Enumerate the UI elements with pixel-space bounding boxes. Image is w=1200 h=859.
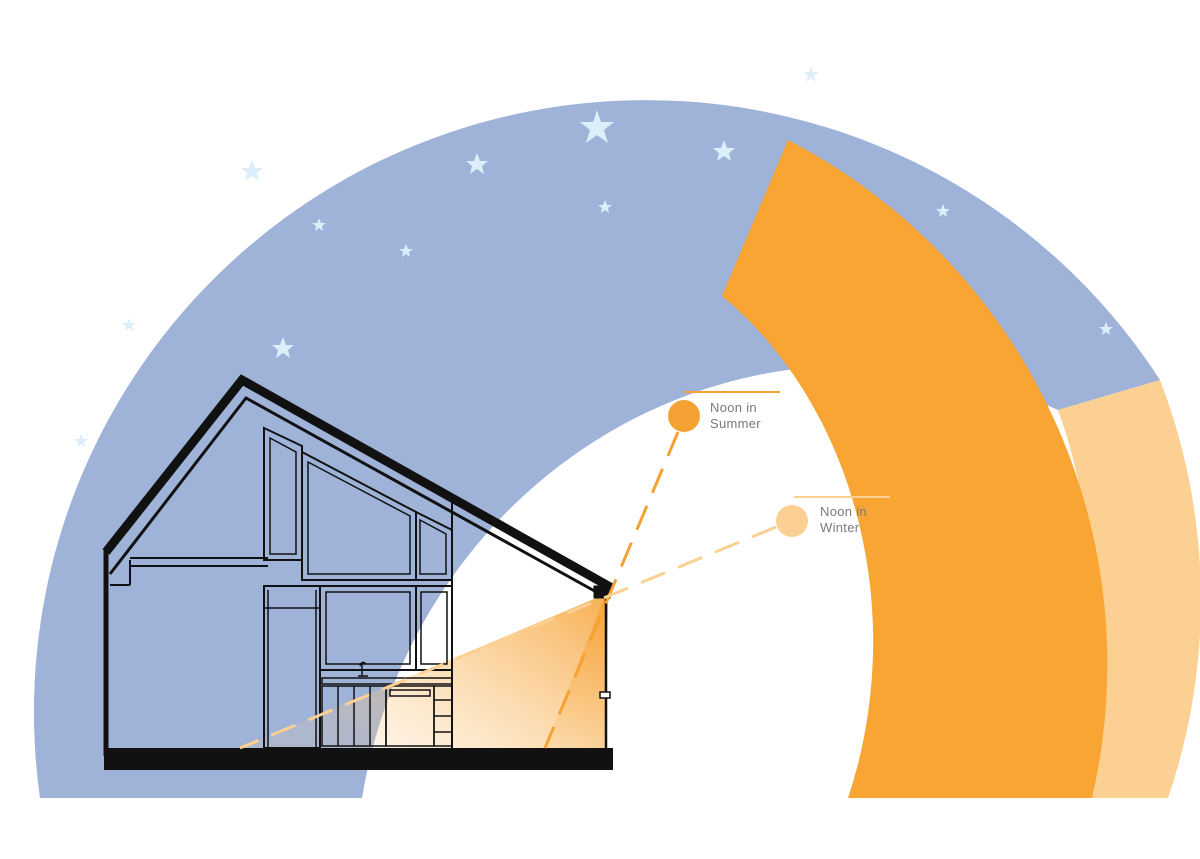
summer-label-line2: Summer	[710, 416, 761, 431]
kitchen-cabinets	[321, 661, 453, 747]
star-icon	[466, 153, 488, 174]
house-section	[102, 374, 615, 770]
summer-sun-ray	[543, 431, 680, 749]
star-icon	[598, 200, 612, 213]
star-icon	[241, 160, 263, 181]
lower-window-right	[415, 585, 453, 671]
star-icon	[803, 66, 819, 82]
sun-ray-lines	[239, 431, 777, 750]
star-icon	[74, 434, 88, 447]
summer-sun-band	[722, 140, 1108, 798]
summer-noon-marker: Noon in Summer	[668, 391, 780, 432]
winter-label-line1: Noon in	[820, 504, 867, 519]
floor-slab	[104, 748, 613, 770]
roof-outer	[102, 374, 615, 592]
winter-label-line2: Winter	[820, 520, 860, 535]
roof-inner	[108, 396, 601, 596]
winter-sun-icon	[776, 505, 808, 537]
stars	[74, 66, 1113, 447]
summer-label-line1: Noon in	[710, 400, 757, 415]
winter-sun-ray	[239, 525, 777, 750]
star-icon	[1099, 322, 1113, 335]
star-icon	[580, 110, 614, 143]
sky-arc	[33, 100, 1200, 798]
star-icon	[713, 140, 735, 161]
star-icon	[122, 318, 136, 331]
winter-noon-marker: Noon in Winter	[776, 496, 890, 537]
star-icon	[936, 204, 950, 217]
star-icon	[312, 218, 326, 231]
star-icon	[399, 244, 413, 257]
summer-sun-icon	[668, 400, 700, 432]
star-icon	[272, 337, 294, 358]
